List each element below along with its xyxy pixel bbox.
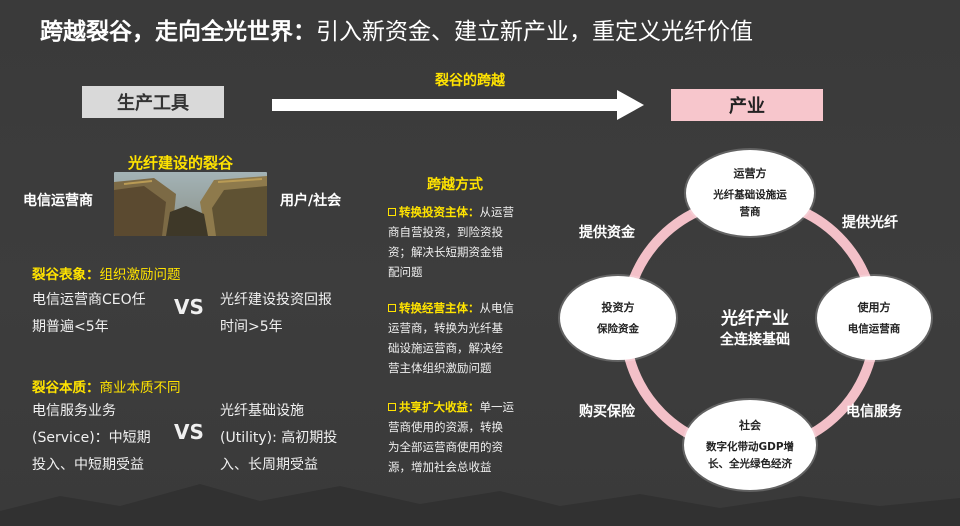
industry-box: 产业 xyxy=(671,89,823,121)
essence-left-line: 投入、中短期受益 xyxy=(32,457,144,473)
node-title: 使用方 xyxy=(857,300,891,314)
essence-value: 商业本质不同 xyxy=(99,380,181,396)
method-line: 从电信 xyxy=(479,301,515,315)
page-title: 跨越裂谷，走向全光世界：引入新资金、建立新产业，重定义光纤价值 xyxy=(40,12,753,46)
node-investor: 投资方 保险资金 xyxy=(560,276,676,360)
method-line: 从运营 xyxy=(479,205,515,219)
symptom-left-line: 期普遍<5年 xyxy=(32,319,109,335)
method-line: 础设施运营商，解决经 xyxy=(388,341,503,355)
canyon-image xyxy=(114,172,267,236)
method-head: 转换经营主体： xyxy=(399,301,480,315)
node-desc: 数字化带动GDP增 xyxy=(705,441,795,453)
method-item-investor: 转换投资主体：从运营 商自营投资，到险资投 资；解决长短期资金错 配问题 xyxy=(388,202,548,282)
essence-right-line: 入、长周期受益 xyxy=(220,457,318,473)
title-bold: 跨越裂谷，走向全光世界： xyxy=(40,19,316,45)
method-item-shared-revenue: 共享扩大收益：单一运 营商使用的资源，转换 为全部运营商使用的资 源，增加社会总… xyxy=(388,397,548,477)
node-title: 投资方 xyxy=(601,300,635,314)
essence-left-text: 电信服务业务 (Service)：中短期 投入、中短期受益 xyxy=(32,398,151,479)
title-normal: 引入新资金、建立新产业，重定义光纤价值 xyxy=(316,19,753,45)
center-title: 光纤产业 xyxy=(721,309,789,329)
essence-heading: 裂谷本质：商业本质不同 xyxy=(32,376,181,396)
method-line: 配问题 xyxy=(388,265,423,279)
node-desc: 保险资金 xyxy=(597,322,639,335)
node-operator: 运营方 光纤基础设施运 营商 xyxy=(686,150,814,236)
user-society-label: 用户/社会 xyxy=(280,193,342,209)
production-tool-box: 生产工具 xyxy=(82,86,224,118)
symptom-right-line: 时间>5年 xyxy=(220,319,283,335)
node-society: 社会 数字化带动GDP增 长、全光绿色经济 xyxy=(684,400,816,490)
method-line: 营商使用的资源，转换 xyxy=(388,420,503,434)
edge-label-provide-fiber: 提供光纤 xyxy=(842,215,898,231)
symptom-left-line: 电信运营商CEO任 xyxy=(32,292,146,308)
symptom-right-text: 光纤建设投资回报 时间>5年 xyxy=(220,287,332,341)
essence-right-line: (Utility): 高初期投 xyxy=(220,430,338,446)
symptom-heading: 裂谷表象：组织激励问题 xyxy=(32,263,181,283)
essence-right-line: 光纤基础设施 xyxy=(220,403,304,419)
square-bullet-icon xyxy=(388,403,396,411)
node-user: 使用方 电信运营商 xyxy=(817,276,931,360)
essence-left-line: (Service)：中短期 xyxy=(32,430,151,446)
method-head: 转换投资主体： xyxy=(399,205,480,219)
center-subtitle: 全连接基础 xyxy=(720,332,790,348)
node-desc: 营商 xyxy=(739,206,761,218)
symptom-label: 裂谷表象： xyxy=(32,267,100,283)
telecom-operator-label: 电信运营商 xyxy=(23,193,93,209)
mountain-silhouette-decoration xyxy=(0,484,960,526)
gap-crossing-label: 裂谷的跨越 xyxy=(435,73,505,89)
method-line: 运营商，转换为光纤基 xyxy=(388,321,503,335)
crossing-methods-title: 跨越方式 xyxy=(427,177,483,193)
square-bullet-icon xyxy=(388,208,396,216)
method-line: 源，增加社会总收益 xyxy=(388,460,492,474)
node-desc: 电信运营商 xyxy=(847,322,901,335)
right-arrow-icon xyxy=(272,90,644,120)
node-desc: 长、全光绿色经济 xyxy=(708,458,792,470)
essence-label: 裂谷本质： xyxy=(32,380,100,396)
essence-right-text: 光纤基础设施 (Utility): 高初期投 入、长周期受益 xyxy=(220,398,337,479)
edge-label-telecom-service: 电信服务 xyxy=(846,404,902,420)
method-item-operator: 转换经营主体：从电信 运营商，转换为光纤基 础设施运营商，解决经 营主体组织激励… xyxy=(388,298,548,378)
method-line: 单一运 xyxy=(479,400,515,414)
essence-left-line: 电信服务业务 xyxy=(32,403,116,419)
vs-label: VS xyxy=(174,295,204,319)
method-head: 共享扩大收益： xyxy=(399,400,480,414)
method-line: 营主体组织激励问题 xyxy=(388,361,492,375)
node-title: 运营方 xyxy=(733,167,767,180)
edge-label-buy-insurance: 购买保险 xyxy=(579,404,635,420)
vs-label: VS xyxy=(174,420,204,444)
symptom-right-line: 光纤建设投资回报 xyxy=(220,292,332,308)
node-title: 社会 xyxy=(739,419,761,432)
edge-label-provide-funds: 提供资金 xyxy=(579,225,635,241)
method-line: 商自营投资，到险资投 xyxy=(388,225,503,239)
symptom-value: 组织激励问题 xyxy=(99,267,181,283)
node-desc: 光纤基础设施运 xyxy=(713,189,787,201)
gap-title: 光纤建设的裂谷 xyxy=(128,154,234,172)
method-line: 资；解决长短期资金错 xyxy=(388,245,503,259)
symptom-left-text: 电信运营商CEO任 期普遍<5年 xyxy=(32,287,146,341)
method-line: 为全部运营商使用的资 xyxy=(388,440,503,454)
square-bullet-icon xyxy=(388,304,396,312)
cycle-center-text: 光纤产业 全连接基础 xyxy=(705,304,805,349)
